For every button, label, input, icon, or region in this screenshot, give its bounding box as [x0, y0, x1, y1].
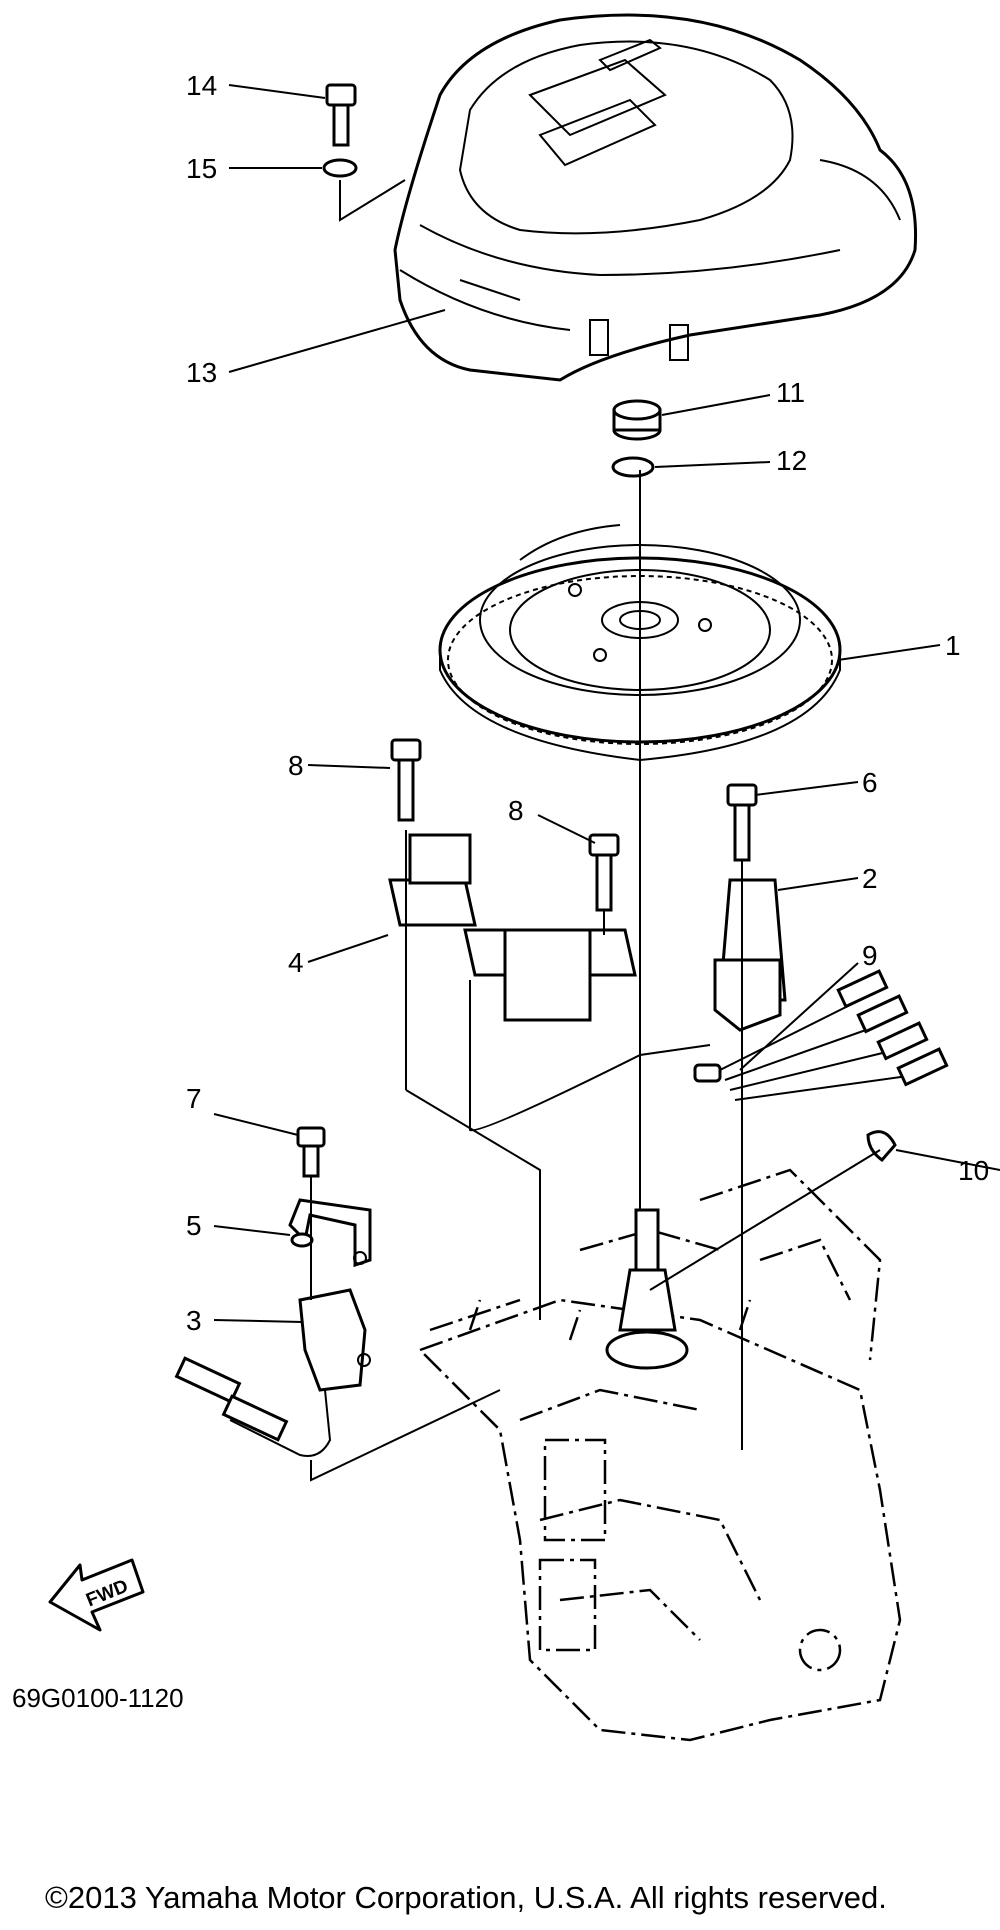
flywheel-washer: [611, 456, 655, 478]
callout-1: 1: [945, 630, 961, 661]
callout-3: 3: [186, 1305, 202, 1336]
flywheel-nut: [612, 399, 662, 441]
callout-9: 9: [862, 940, 878, 971]
callout-5: 5: [186, 1210, 202, 1241]
bolt: [726, 783, 758, 862]
callout-7: 7: [186, 1083, 202, 1114]
callout-14: 14: [186, 70, 217, 101]
callout-10: 10: [958, 1155, 989, 1186]
callout-labels: 1 2 3 4 5 6 7 8 8 9 10 11 12 13 14 15: [186, 70, 989, 1336]
callout-15: 15: [186, 153, 217, 184]
cover-washer: [322, 158, 358, 178]
callout-2: 2: [862, 863, 878, 894]
copyright: ©2013 Yamaha Motor Corporation, U.S.A. A…: [45, 1880, 887, 1915]
coil-leads: [719, 969, 949, 1101]
part-code: 69G0100-1120: [12, 1683, 184, 1713]
lead-clamp: [693, 1063, 722, 1083]
bolt: [588, 833, 620, 912]
power-head: [417, 1168, 902, 1742]
pulser-coil: [713, 878, 787, 1032]
crankshaft-end: [605, 1208, 689, 1370]
bolt: [390, 738, 422, 822]
cdi-unit: [174, 1288, 371, 1457]
callout-11: 11: [776, 377, 805, 408]
bolt: [296, 1126, 326, 1178]
callout-6: 6: [862, 767, 878, 798]
charge-coil: [388, 833, 711, 1132]
callout-13: 13: [186, 357, 217, 388]
cover-bolt: [325, 83, 357, 147]
callout-8a: 8: [288, 750, 304, 781]
leader-lines: [213, 84, 1000, 1482]
callout-4: 4: [288, 947, 304, 978]
callout-12: 12: [776, 445, 807, 476]
flywheel-cover: [393, 13, 918, 382]
mounting-bracket: [288, 1198, 372, 1268]
callout-8b: 8: [508, 795, 524, 826]
fwd-arrow: FWD: [48, 1558, 145, 1632]
